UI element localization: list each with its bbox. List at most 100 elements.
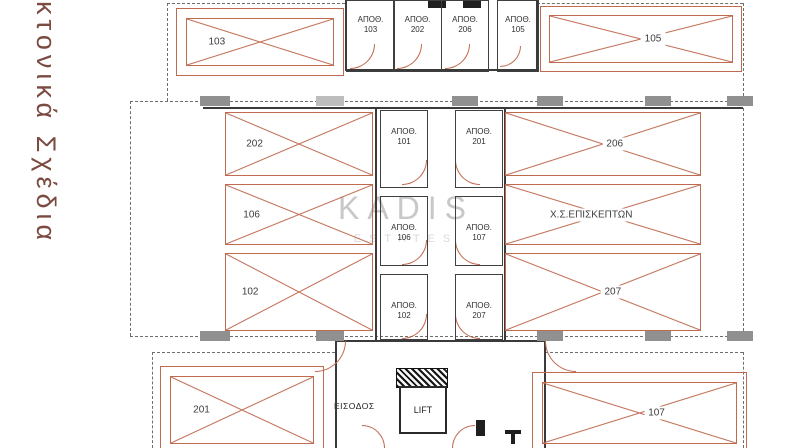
boundary-dashed-line (537, 3, 743, 4)
entrance-label: ΕΙΣΟΔΟΣ (334, 401, 375, 411)
boundary-dashed-line (743, 352, 744, 448)
storage-room: ΑΠΟΘ.101 (380, 110, 428, 188)
storage-room-label: ΑΠΟΘ.107 (456, 223, 502, 244)
structural-column (200, 96, 230, 106)
parking-stall: 107 (532, 372, 747, 448)
parking-stall: 201 (160, 366, 324, 448)
storage-number: 103 (363, 25, 378, 35)
boundary-dashed-line (152, 352, 335, 353)
parking-stall: 102 (225, 253, 373, 331)
storage-room: ΑΠΟΘ.102 (380, 274, 428, 340)
parking-stall-label: 102 (237, 285, 263, 299)
storage-prefix: ΑΠΟΘ. (505, 15, 531, 24)
structural-column (727, 331, 753, 341)
structural-column (452, 96, 478, 106)
parking-stall: 206 (505, 112, 701, 176)
storage-room: ΑΠΟΘ.106 (380, 196, 428, 266)
storage-room-label: ΑΠΟΘ.206 (442, 15, 488, 36)
lift-label: LIFT (413, 405, 433, 415)
parking-stall: 202 (225, 112, 373, 176)
boundary-dashed-line (130, 101, 743, 102)
structural-column (727, 96, 753, 106)
storage-room-label: ΑΠΟΘ.207 (456, 301, 502, 322)
fixture (476, 420, 485, 436)
parking-stall: 105 (540, 6, 742, 72)
storage-prefix: ΑΠΟΘ. (466, 301, 492, 310)
parking-stall: Χ.Σ.ΕΠΙΣΚΕΠΤΩΝ (505, 184, 701, 245)
boundary-dashed-line (167, 3, 345, 4)
parking-stall-label: 105 (640, 32, 666, 46)
storage-number: 105 (511, 25, 525, 35)
boundary-dashed-line (743, 3, 744, 336)
storage-room: ΑΠΟΘ.207 (455, 274, 503, 340)
stair-hatch (396, 368, 448, 388)
boundary-dashed-line (167, 3, 168, 101)
storage-number: 106 (397, 233, 411, 243)
storage-number: 201 (472, 137, 486, 147)
storage-prefix: ΑΠΟΘ. (391, 223, 417, 232)
storage-prefix: ΑΠΟΘ. (466, 223, 492, 232)
storage-number: 107 (472, 233, 486, 243)
boundary-dashed-line (130, 336, 743, 337)
structural-column (537, 96, 563, 106)
storage-room: ΑΠΟΘ.202 (393, 0, 442, 72)
structural-column (316, 331, 344, 341)
door-swing-arc (545, 341, 576, 372)
boundary-dashed-line (152, 352, 153, 448)
storage-prefix: ΑΠΟΘ. (466, 127, 492, 136)
storage-room: ΑΠΟΘ.107 (455, 196, 503, 266)
storage-number: 207 (472, 311, 486, 321)
storage-room: ΑΠΟΘ.105 (497, 0, 539, 72)
storage-room-label: ΑΠΟΘ.201 (456, 127, 502, 148)
storage-prefix: ΑΠΟΘ. (391, 301, 417, 310)
storage-room: ΑΠΟΘ.103 (346, 0, 395, 72)
wall-segment (335, 340, 546, 342)
storage-prefix: ΑΠΟΘ. (452, 15, 478, 24)
parking-stall-label: Χ.Σ.ΕΠΙΣΚΕΠΤΩΝ (546, 208, 637, 221)
storage-number: 206 (458, 25, 472, 35)
storage-room-label: ΑΠΟΘ.106 (381, 223, 427, 244)
parking-stall-label: 206 (602, 137, 628, 151)
parking-stall-label: 207 (600, 285, 626, 299)
boundary-dashed-line (545, 352, 743, 353)
wall-segment (335, 340, 337, 448)
lift-shaft: LIFT (399, 386, 447, 434)
storage-room-label: ΑΠΟΘ.105 (498, 15, 538, 36)
parking-stall-label: 107 (644, 406, 669, 420)
storage-number: 101 (397, 137, 411, 147)
structural-column (200, 331, 230, 341)
structural-column (316, 96, 344, 106)
fixture (511, 430, 515, 444)
storage-number: 202 (410, 25, 425, 35)
storage-room-label: ΑΠΟΘ.102 (381, 301, 427, 322)
door-swing-arc (452, 425, 475, 448)
structural-column (645, 331, 671, 341)
parking-stall-label: 201 (189, 403, 214, 417)
boundary-dashed-line (130, 101, 131, 336)
parking-stall-label: 106 (239, 208, 264, 221)
fixture (463, 0, 481, 8)
storage-room: ΑΠΟΘ.206 (441, 0, 489, 72)
parking-stall-cross (225, 253, 373, 331)
storage-prefix: ΑΠΟΘ. (391, 127, 417, 136)
parking-stall: 106 (225, 184, 373, 245)
parking-stall-cross (549, 15, 733, 63)
parking-stall-label: 202 (242, 137, 267, 151)
storage-room: ΑΠΟΘ.201 (455, 110, 503, 188)
structural-column (645, 96, 671, 106)
parking-stall: 103 (176, 8, 344, 76)
storage-room-label: ΑΠΟΘ.103 (347, 15, 394, 36)
storage-room-label: ΑΠΟΘ.202 (394, 15, 441, 36)
parking-stall-cross (542, 382, 737, 444)
storage-prefix: ΑΠΟΘ. (357, 15, 384, 24)
wall-segment (375, 108, 377, 340)
parking-stall-label: 103 (204, 35, 230, 49)
fixture (428, 0, 446, 8)
structural-column (537, 331, 563, 341)
parking-stall: 207 (505, 253, 701, 331)
wall-segment (203, 107, 743, 109)
storage-room-label: ΑΠΟΘ.101 (381, 127, 427, 148)
door-swing-arc (362, 425, 385, 448)
wall-segment (536, 0, 538, 70)
